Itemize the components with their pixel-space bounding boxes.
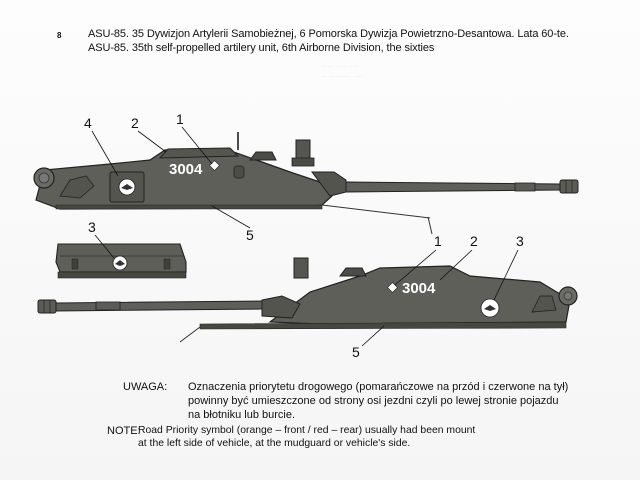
note-line: at the left side of vehicle, at the mudg… (138, 438, 411, 449)
top-side-number: 3004 (169, 161, 203, 178)
callout-4: 4 (84, 115, 92, 131)
callout-2: 2 (131, 115, 139, 131)
bottom-vehicle-profile: 3004 (37, 257, 578, 343)
muzzle-brake (559, 179, 579, 194)
road-priority-symbol-icon (209, 160, 220, 171)
bleed-through-text: ·· ········ ···· (322, 72, 364, 81)
detail-callout-3: 3 (88, 219, 96, 235)
note-line: Road Priority symbol (orange – front / r… (138, 425, 476, 436)
muzzle-brake (37, 299, 57, 314)
callout-5: 5 (246, 227, 254, 243)
callout-1: 1 (434, 233, 442, 249)
header-english: ASU-85. 35th self-propelled artilery uni… (88, 42, 435, 54)
top-vehicle-profile: 3004 (33, 132, 579, 235)
note-label: NOTE: (107, 425, 141, 437)
callout-3: 3 (516, 233, 524, 249)
bleed-through-text: ···· ···· ···· (322, 62, 359, 71)
uwaga-line: na błotniku lub burcie. (188, 409, 296, 421)
note-text: Road Priority symbol (orange – front / r… (138, 424, 475, 450)
callout-1: 1 (176, 111, 184, 127)
uwaga-label: UWAGA: (123, 381, 168, 393)
uwaga-text: Oznaczenia priorytetu drogowego (pomarań… (188, 380, 568, 422)
uwaga-line: Oznaczenia priorytetu drogowego (pomarań… (188, 381, 569, 393)
page-marker: 8 (57, 31, 62, 40)
detail-plate: 3 (55, 219, 187, 279)
bottom-side-number: 3004 (402, 280, 436, 297)
header-polish: ASU-85. 35 Dywizjon Artylerii Samobieżne… (88, 28, 569, 40)
callout-2: 2 (470, 233, 478, 249)
top-callouts: 4 2 1 5 (84, 111, 254, 243)
bottom-callouts: 1 2 3 5 (352, 233, 524, 360)
callout-5: 5 (352, 344, 360, 360)
road-priority-symbol-icon (387, 282, 398, 293)
uwaga-line: powinny być umieszczone od strony osi je… (188, 395, 559, 407)
